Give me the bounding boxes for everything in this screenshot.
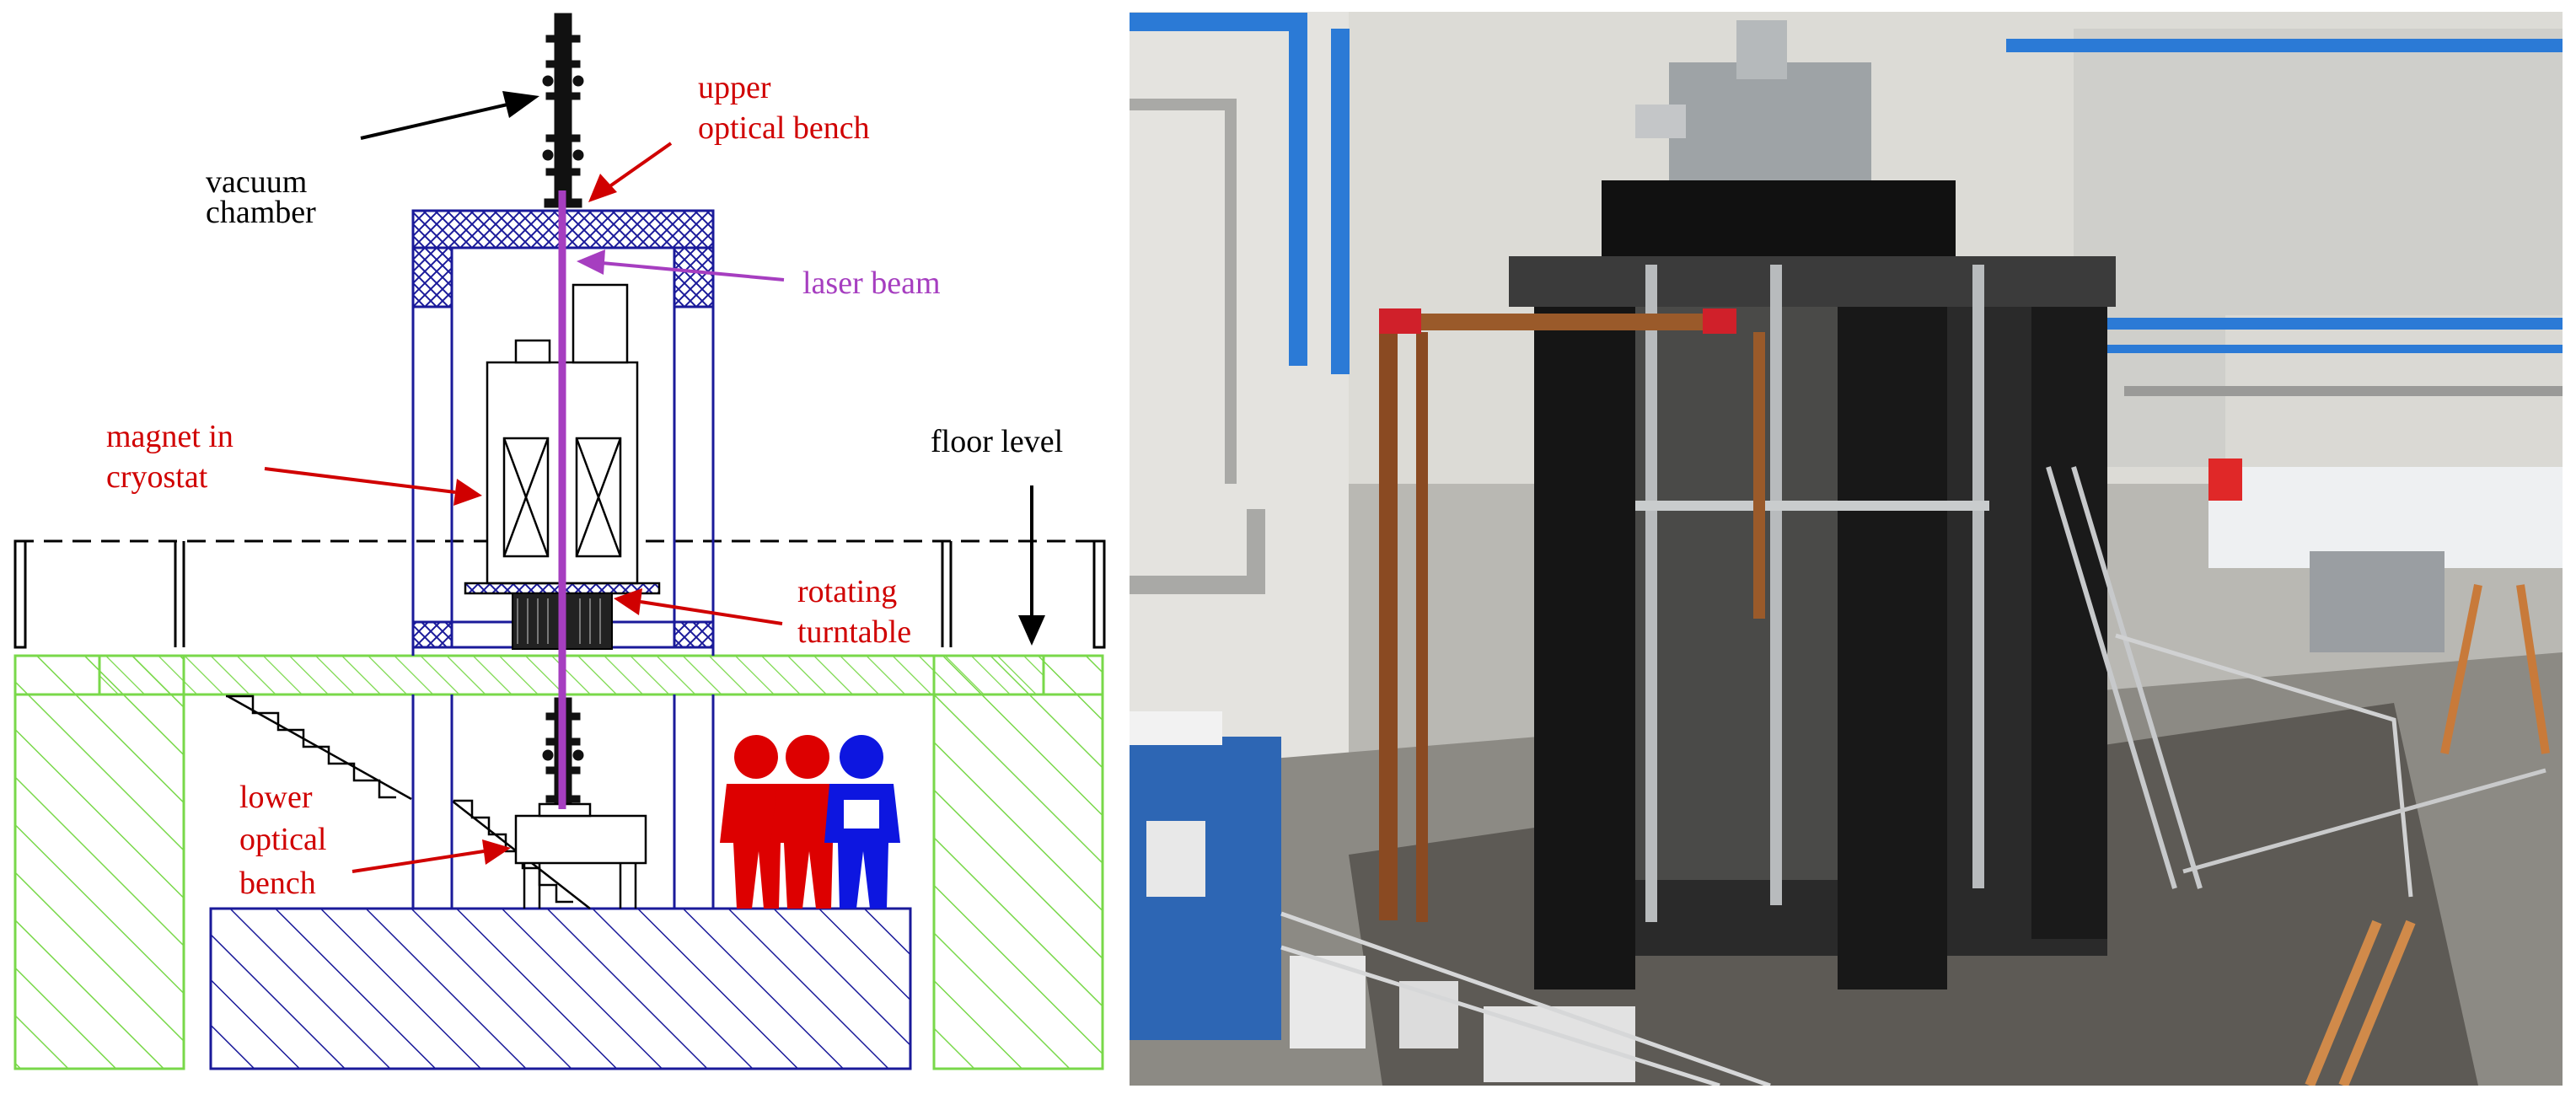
label-upper-bench-line1: upper — [698, 70, 771, 105]
label-lower-bench-line2: optical — [239, 822, 326, 857]
label-turntable-line2: turntable — [797, 614, 911, 650]
label-lower-bench-line3: bench — [239, 866, 316, 901]
label-lower-bench-line1: lower — [239, 780, 313, 815]
lower-optical-bench — [514, 802, 647, 909]
label-upper-bench-line2: optical bench — [698, 110, 870, 146]
experiment-schematic: upper optical bench vacuum chamber laser… — [13, 13, 1106, 1070]
concrete-base — [209, 907, 912, 1070]
annotation-arrows — [264, 91, 1045, 873]
laboratory-photo — [1130, 12, 2563, 1086]
vacuum-chamber-tube — [542, 13, 584, 208]
label-magnet-line2: cryostat — [106, 459, 208, 495]
label-magnet-line1: magnet in — [106, 419, 233, 454]
label-turntable-line1: rotating — [797, 574, 897, 609]
label-vacuum-line1: vacuum — [206, 164, 307, 200]
label-laser-beam: laser beam — [802, 265, 941, 301]
floor-level-line — [13, 539, 1106, 649]
label-vacuum-line2: chamber — [206, 195, 316, 230]
people-figures — [720, 735, 900, 909]
ground-foundation — [13, 654, 1104, 1070]
label-floor-level: floor level — [931, 424, 1063, 459]
